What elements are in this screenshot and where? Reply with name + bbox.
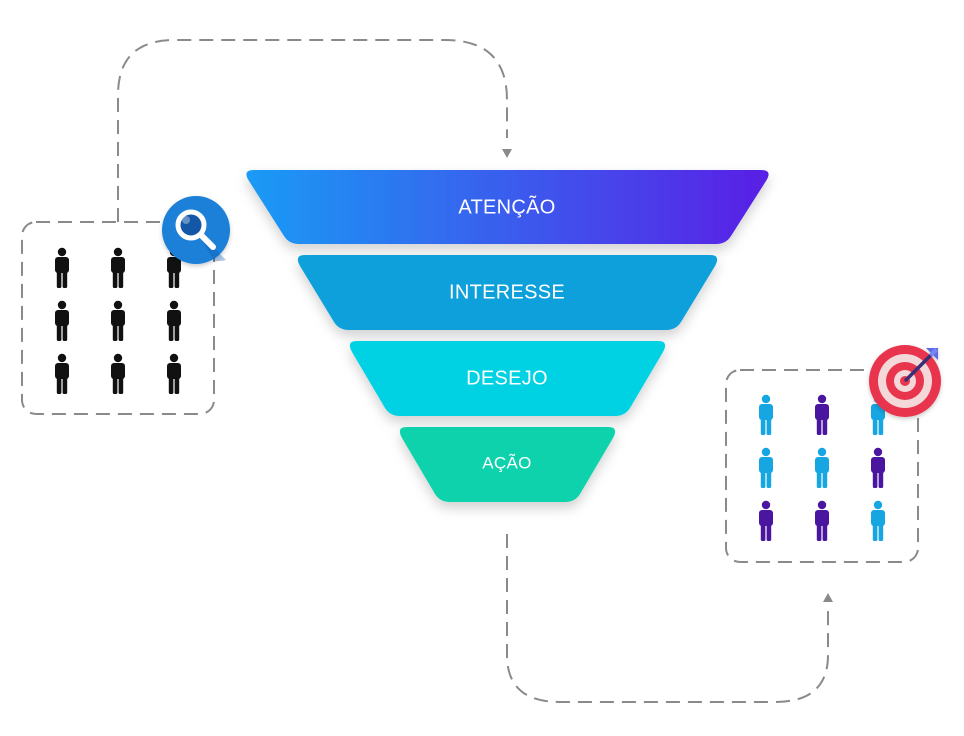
funnel-stage-label: AÇÃO: [482, 453, 531, 472]
connector-bottom-right: [506, 534, 829, 703]
funnel-stage-label: DESEJO: [466, 367, 548, 389]
connector-top-left: [117, 39, 508, 222]
arrow-up-icon: [823, 593, 833, 602]
funnel-stage-interesse: [297, 255, 718, 330]
funnel: [246, 170, 769, 502]
funnel-stage-label: INTERESSE: [449, 281, 565, 303]
magnifier-icon: [175, 209, 226, 262]
funnel-stage-acao: [399, 427, 616, 502]
target-dart-icon: [869, 345, 941, 417]
funnel-stage-desejo: [349, 341, 666, 416]
funnel-stage-atencao: [246, 170, 769, 244]
funnel-stage-label: ATENÇÃO: [458, 194, 555, 218]
arrow-down-icon: [502, 149, 512, 158]
